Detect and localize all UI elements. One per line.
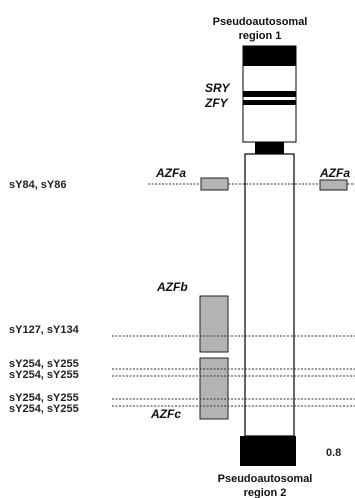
- marker-label-sy254-sy255-2: sY254, sY255: [9, 369, 79, 381]
- azfa-left-box: [200, 177, 229, 191]
- pseudoautosomal-region-1-band: [243, 46, 296, 66]
- scale-value: 0.8: [326, 447, 341, 459]
- sry-band: [243, 91, 296, 97]
- chromosome-long-arm: [244, 153, 295, 437]
- centromere: [255, 142, 284, 154]
- pseudoautosomal-region-2-label-line2: region 2: [244, 487, 287, 498]
- marker-label-sy254-sy255-1: sY254, sY255: [9, 358, 79, 370]
- azfc-label: AZFc: [150, 407, 181, 421]
- azfb-label: AZFb: [156, 280, 188, 294]
- azfa-right-box: [319, 179, 348, 191]
- zfy-band: [243, 100, 296, 105]
- pseudoautosomal-region-2-label-line1: Pseudoautosomal: [218, 473, 313, 485]
- sry-label: SRY: [205, 81, 230, 95]
- azfa-left-label: AZFa: [155, 166, 186, 180]
- pseudoautosomal-region-1-label-line2: region 1: [239, 30, 282, 42]
- azfb-box: [199, 295, 229, 353]
- azfa-right-label: AZFa: [319, 166, 350, 180]
- marker-label-sy254-sy255-3: sY254, sY255: [9, 392, 79, 404]
- azfc-box: [199, 357, 229, 420]
- pseudoautosomal-region-1-label-line1: Pseudoautosomal: [213, 16, 308, 28]
- zfy-label: ZFY: [204, 96, 229, 110]
- marker-label-sy254-sy255-4: sY254, sY255: [9, 403, 79, 415]
- marker-label-sy84-sy86: sY84, sY86: [9, 179, 67, 191]
- marker-label-sy127-sy134: sY127, sY134: [9, 324, 80, 336]
- pseudoautosomal-region-2-band: [240, 436, 296, 466]
